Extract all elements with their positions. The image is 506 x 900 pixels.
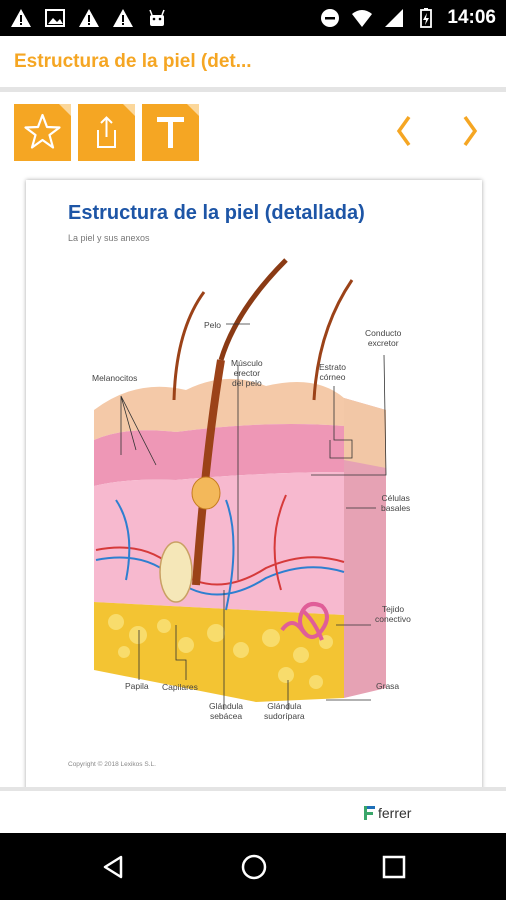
hair-shaft	[218, 258, 288, 361]
leader-lines	[120, 323, 387, 710]
notification-icons	[10, 7, 168, 29]
brand-logo: ferrer	[364, 805, 411, 821]
sebaceous-gland	[191, 476, 221, 510]
copyright: Copyright © 2018 Lexikos S.L.	[68, 761, 156, 768]
skin-surface	[94, 378, 344, 440]
text-size-button[interactable]	[142, 104, 199, 161]
epidermis	[94, 424, 344, 486]
share-icon	[97, 104, 135, 148]
label-glandula-sebacea: Glándula sebácea	[209, 701, 244, 721]
favorite-button[interactable]	[14, 104, 71, 161]
diagram-card: Estructura de la piel (detallada) La pie…	[26, 180, 482, 787]
toolbar	[0, 97, 506, 167]
label-pelo: Pelo	[204, 320, 222, 330]
hair-root	[192, 359, 225, 586]
home-icon[interactable]	[240, 853, 268, 881]
brand-name: ferrer	[378, 805, 412, 821]
battery-icon	[420, 8, 433, 28]
label-grasa: Grasa	[376, 681, 400, 691]
navigation-bar	[0, 833, 506, 900]
ferrer-logo-icon	[364, 806, 375, 820]
hair-left	[172, 291, 206, 401]
skin-side-face	[344, 398, 386, 698]
image-icon	[45, 9, 65, 27]
warning-icon	[79, 9, 99, 27]
blood-vessels	[95, 494, 345, 611]
skin-illustration	[94, 258, 387, 710]
dnd-icon	[321, 9, 340, 27]
diagram-title: Estructura de la piel (detallada)	[68, 202, 365, 224]
skin-side-surface	[344, 398, 386, 468]
back-icon[interactable]	[100, 854, 126, 880]
label-papila: Papila	[125, 681, 149, 691]
text-icon	[157, 104, 199, 148]
sweat-gland	[280, 602, 329, 641]
android-icon	[149, 9, 165, 26]
content-area[interactable]: Estructura de la piel (detallada) La pie…	[0, 167, 506, 787]
hair-bulb	[159, 541, 193, 603]
signal-icon	[385, 9, 404, 27]
status-bar: 14:06	[0, 0, 506, 36]
label-capilares: Capilares	[162, 682, 198, 692]
fat-cells	[108, 614, 333, 689]
diagram-subtitle: La piel y sus anexos	[68, 233, 150, 243]
label-tejido: Tejido conectivo	[375, 604, 411, 624]
label-celulas: Células basales	[381, 493, 411, 513]
recents-icon[interactable]	[381, 854, 407, 880]
page-title: Estructura de la piel (det...	[14, 50, 252, 72]
warning-icon	[11, 9, 31, 27]
chevron-right-icon[interactable]	[455, 111, 485, 151]
label-estrato: Estrato córneo	[319, 362, 346, 382]
chevron-left-icon[interactable]	[389, 111, 419, 151]
wifi-icon	[352, 10, 373, 27]
label-glandula-sudoripara: Glándula sudorípara	[264, 701, 305, 721]
app-header: Estructura de la piel (det...	[0, 36, 506, 92]
label-musculo: Músculo erector del pelo	[231, 358, 263, 388]
footer: ferrer	[0, 787, 506, 833]
label-melanocitos: Melanocitos	[92, 373, 138, 383]
system-icons: 14:06	[319, 7, 496, 29]
status-time: 14:06	[447, 7, 496, 28]
label-conducto: Conducto excretor	[365, 328, 402, 348]
share-button[interactable]	[78, 104, 135, 161]
warning-icon	[113, 9, 133, 27]
star-icon	[24, 104, 71, 149]
hair-right	[312, 279, 354, 401]
